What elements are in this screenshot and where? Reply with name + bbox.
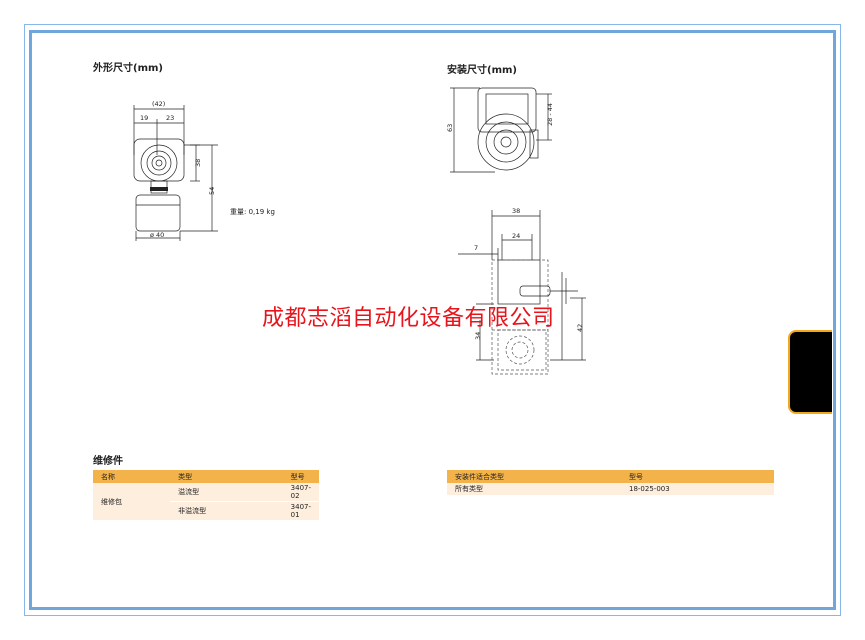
header-name: 名称	[93, 470, 171, 483]
dim-diameter: ø 40	[150, 231, 164, 239]
dim-overall-width: (42)	[152, 100, 165, 108]
model-cell: 3407-02	[282, 483, 319, 502]
suitable-type-cell: 所有类型	[447, 483, 621, 496]
installation-dimensions-title: 安装尺寸(mm)	[447, 65, 517, 76]
dim-bracket-inner: 24	[512, 232, 520, 240]
installation-parts-table: 安装件适合类型 型号 所有类型 18-025-003	[447, 470, 774, 496]
installation-drawing-bottom: 38 24 7 34 42	[458, 207, 586, 375]
page-outer-border	[24, 24, 841, 616]
type-cell: 非溢流型	[170, 501, 283, 521]
dim-total-height: 54	[208, 187, 216, 195]
type-cell: 溢流型	[170, 483, 283, 502]
header-type: 类型	[170, 470, 283, 483]
company-watermark: 成都志滔自动化设备有限公司	[262, 306, 555, 331]
header-model: 型号	[621, 470, 774, 483]
header-model: 型号	[282, 470, 319, 483]
dim-left-half: 19	[140, 114, 148, 122]
maintenance-parts-table: 名称 类型 型号 维修包 溢流型 3407-02 非溢流型 3407-01	[93, 470, 319, 521]
header-suitable-type: 安装件适合类型	[447, 470, 621, 483]
maintenance-parts-title: 维修件	[93, 456, 123, 467]
table-row: 非溢流型 3407-01	[93, 501, 319, 521]
table-header-row: 名称 类型 型号	[93, 470, 319, 483]
weight-note: 重量: 0,19 kg	[230, 208, 275, 216]
page-inner-border	[29, 30, 836, 610]
dim-bracket-width: 38	[512, 207, 520, 215]
part-name-cell: 维修包	[93, 483, 171, 521]
outline-drawing: (42) 19 23 38 54 ø 40	[133, 100, 218, 241]
dim-bracket-offset: 7	[474, 244, 478, 252]
dim-mount-height: 63	[446, 124, 454, 132]
model-cell: 18-025-003	[621, 483, 774, 496]
model-cell: 3407-01	[282, 501, 319, 521]
dim-bracket-height: 34	[474, 332, 482, 340]
section-side-tab	[788, 330, 832, 414]
table-header-row: 安装件适合类型 型号	[447, 470, 774, 483]
outline-dimensions-title: 外形尺寸(mm)	[93, 63, 163, 74]
dim-bracket-right-height: 42	[576, 324, 584, 332]
table-row: 维修包 溢流型 3407-02	[93, 483, 319, 521]
dim-mount-range: 28 - 44	[546, 103, 554, 126]
table-row: 所有类型 18-025-003	[447, 483, 774, 496]
installation-drawing-top: 63 28 - 44	[446, 87, 554, 173]
dim-upper-height: 38	[194, 159, 202, 167]
dim-right-half: 23	[166, 114, 174, 122]
